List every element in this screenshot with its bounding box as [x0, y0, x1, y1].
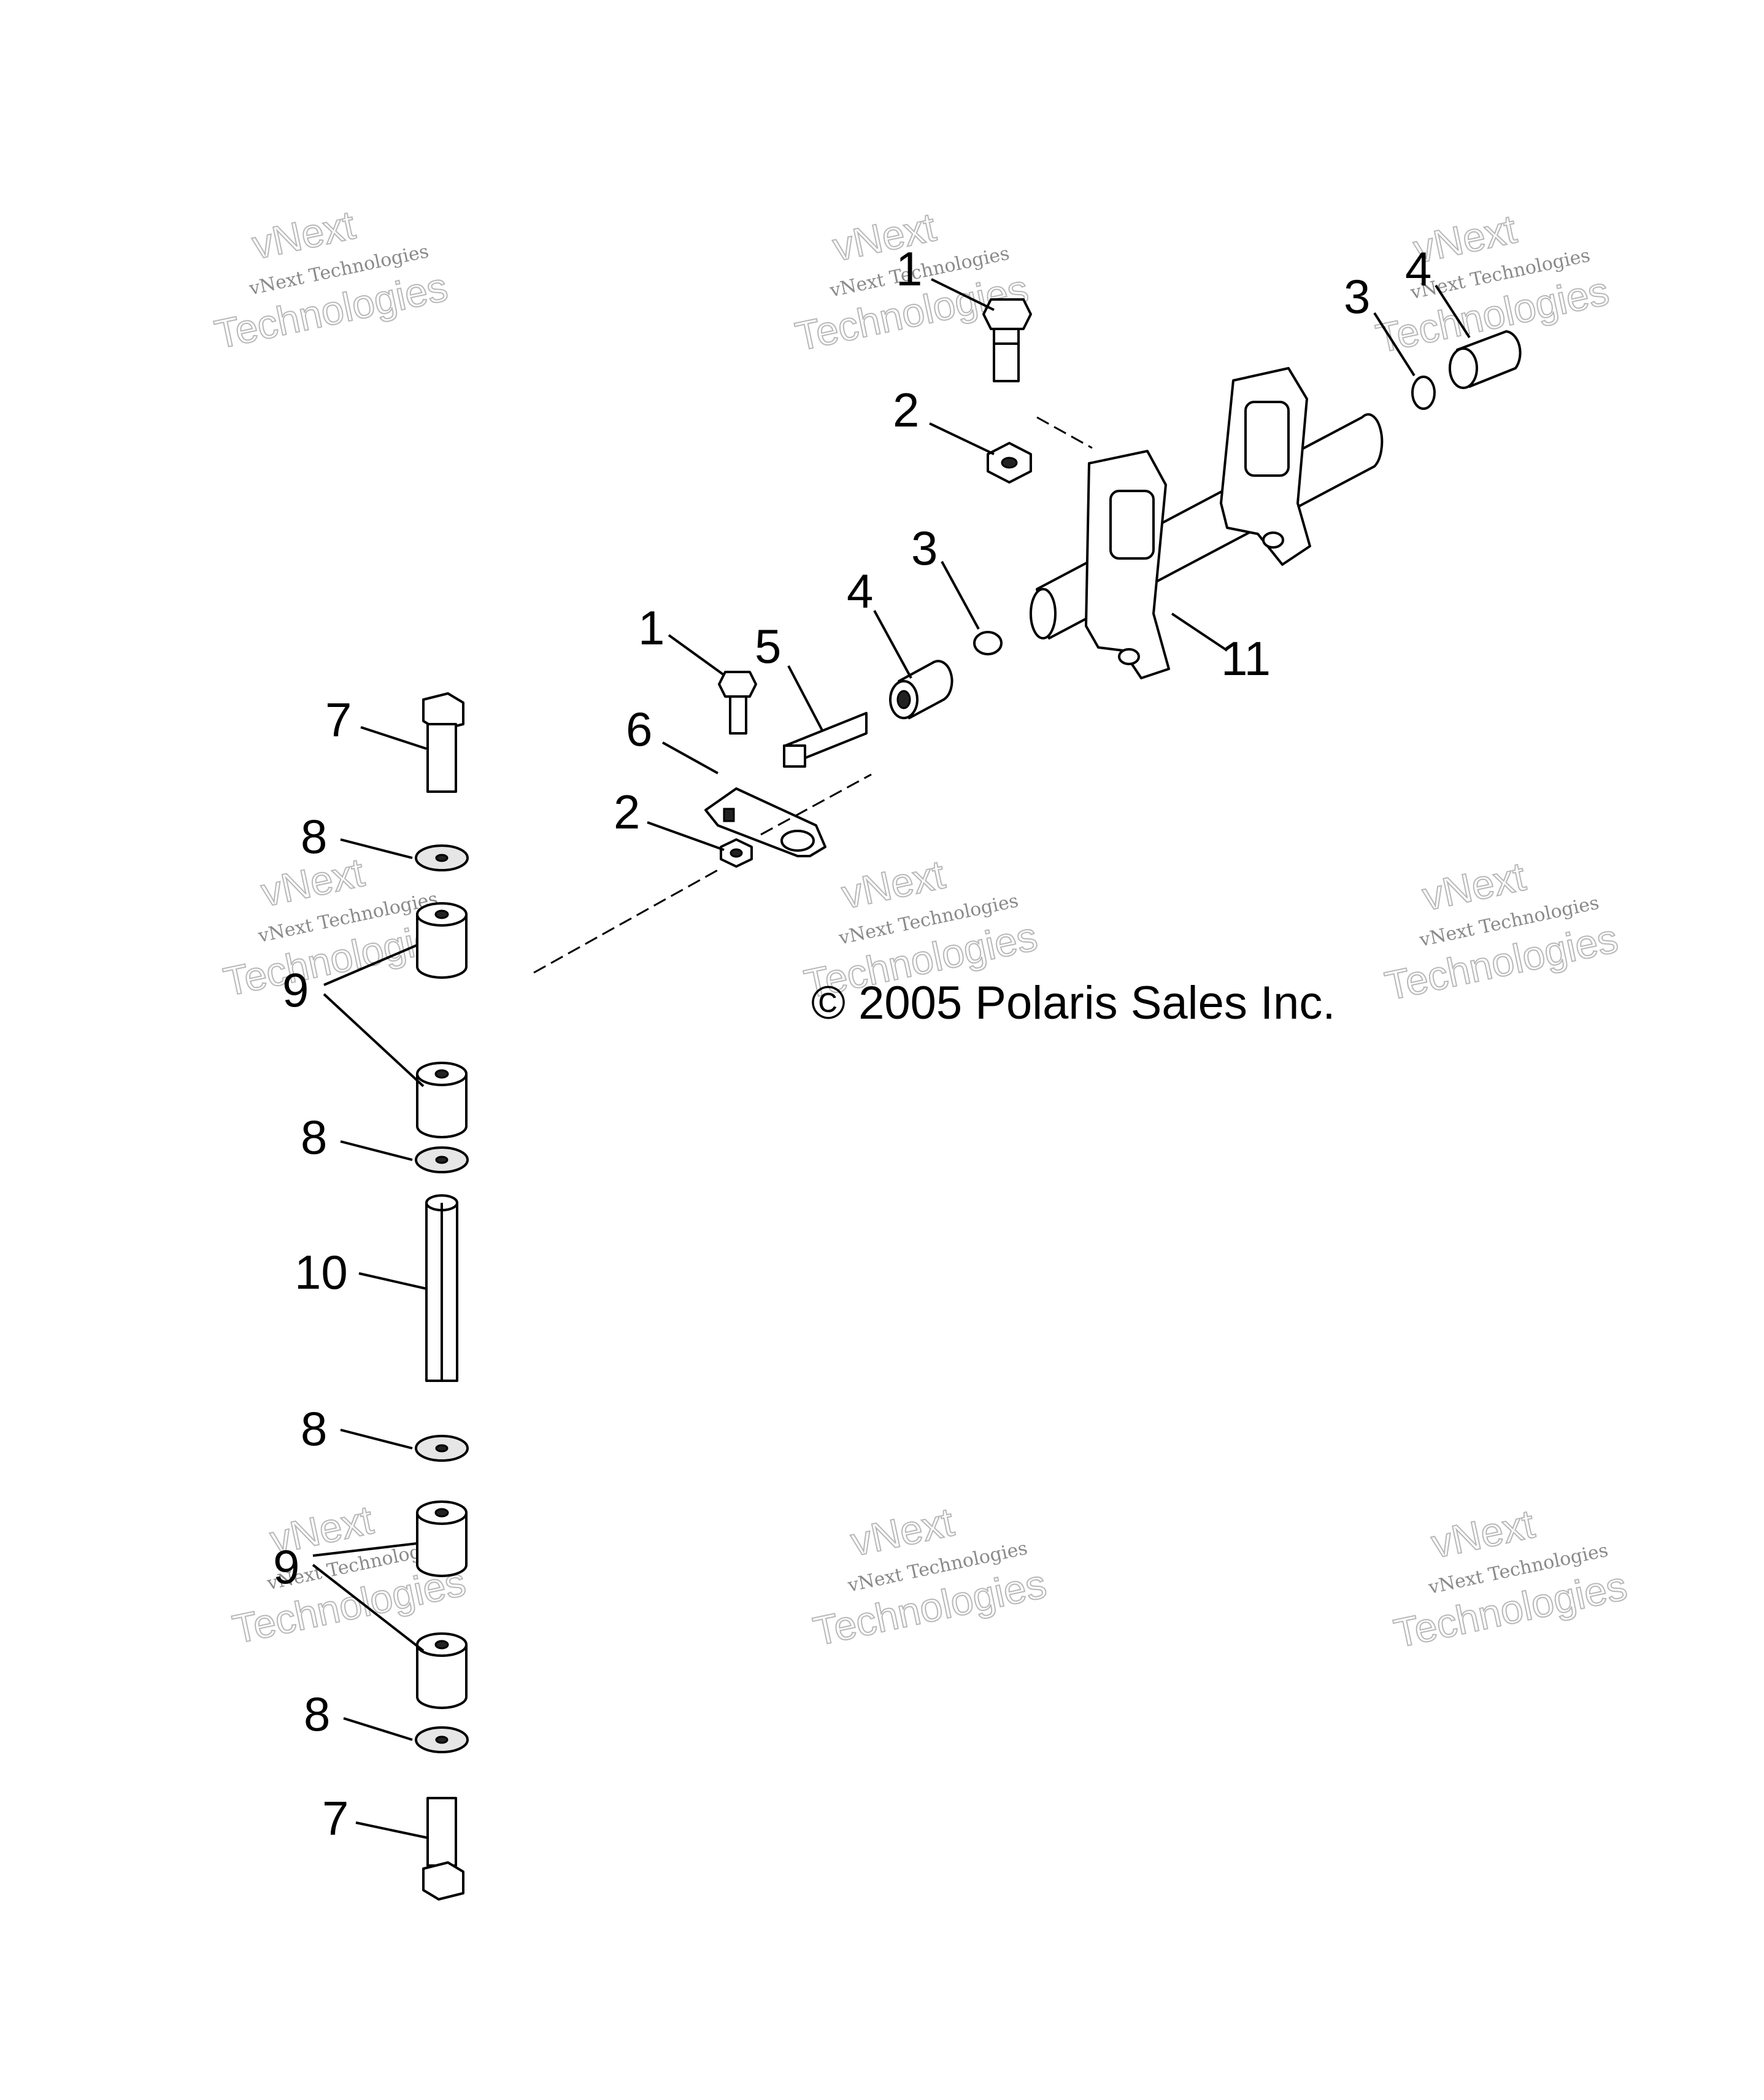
- alignment-line-mid: [760, 773, 872, 836]
- alignment-line-top: [1036, 416, 1093, 449]
- watermark-9: vNext vNext Technologies Technologies: [1390, 1500, 1631, 1656]
- part-9-spacer-a: [416, 902, 468, 979]
- part-11-pivot-shaft-assembly: [1030, 367, 1384, 679]
- callout-2-mid: 2: [614, 785, 640, 839]
- watermark-group: vNext vNext Technologies Technologies vN…: [210, 201, 1631, 1657]
- callout-4-mid: 4: [847, 564, 873, 618]
- callout-9-top: 9: [282, 963, 309, 1017]
- alignment-line-low: [533, 867, 722, 974]
- part-8-washer-c: [415, 1435, 469, 1462]
- watermark-brand: vNext: [847, 1499, 957, 1564]
- watermark-brand: vNext: [1419, 853, 1529, 919]
- callout-7-bottom: 7: [322, 1791, 349, 1845]
- part-8-washer-d: [415, 1726, 469, 1753]
- copyright-text: © 2005 Polaris Sales Inc.: [811, 977, 1335, 1029]
- part-2-top-nut: [987, 442, 1032, 484]
- callout-3-mid: 3: [911, 521, 938, 575]
- callout-4-top: 4: [1405, 242, 1431, 296]
- part-1-mid-bolt: [718, 671, 757, 735]
- callout-2-top: 2: [893, 383, 919, 437]
- callout-10: 10: [295, 1245, 348, 1299]
- watermark-brand: vNext: [1428, 1500, 1538, 1566]
- watermark-3: vNext vNext Technologies Technologies: [1371, 205, 1613, 361]
- part-1-top-bolt: [982, 298, 1032, 382]
- callout-3-top: 3: [1344, 269, 1370, 323]
- watermark-8: vNext vNext Technologies Technologies: [809, 1498, 1050, 1654]
- callout-5: 5: [755, 619, 781, 673]
- callout-7-top: 7: [325, 693, 352, 747]
- callout-8-c: 8: [301, 1402, 327, 1456]
- part-9-spacer-c: [416, 1500, 468, 1577]
- part-3-top-oring: [1411, 376, 1436, 410]
- leader-lines: [312, 278, 1471, 1839]
- part-7-top-bolt: [422, 692, 464, 793]
- callout-8-b: 8: [301, 1110, 327, 1164]
- callout-11: 11: [1221, 631, 1271, 685]
- callout-1-mid: 1: [638, 601, 664, 655]
- part-4-mid-bushing: [889, 660, 953, 719]
- part-2-mid-nut: [720, 838, 753, 868]
- part-9-spacer-b: [416, 1062, 468, 1138]
- watermark-brand: vNext: [838, 851, 949, 917]
- part-3-mid-oring: [973, 631, 1003, 655]
- callout-6: 6: [626, 702, 652, 756]
- callout-8-d: 8: [304, 1687, 330, 1741]
- callout-labels: 1 2 3 4 3 4 11 1 5 6 2 7 8 9 8 10 8 9 8 …: [273, 242, 1431, 1845]
- part-8-washer-b: [415, 1146, 469, 1173]
- part-10-hex-post: [425, 1194, 458, 1382]
- watermark-brand: vNext: [829, 204, 939, 269]
- part-7-bottom-bolt: [422, 1797, 464, 1901]
- part-4-top-bushing: [1449, 330, 1522, 389]
- watermark-6: vNext vNext Technologies Technologies: [1381, 852, 1622, 1009]
- part-8-washer-a: [415, 844, 469, 871]
- part-9-spacer-d: [416, 1632, 468, 1709]
- watermark-1: vNext vNext Technologies Technologies: [210, 201, 452, 358]
- watermark-brand: vNext: [248, 202, 358, 268]
- part-6-arm: [704, 787, 826, 857]
- callout-1-top: 1: [896, 242, 922, 296]
- part-5-rod: [783, 712, 868, 768]
- callout-9-bottom: 9: [273, 1540, 299, 1594]
- callout-8-a: 8: [301, 809, 327, 863]
